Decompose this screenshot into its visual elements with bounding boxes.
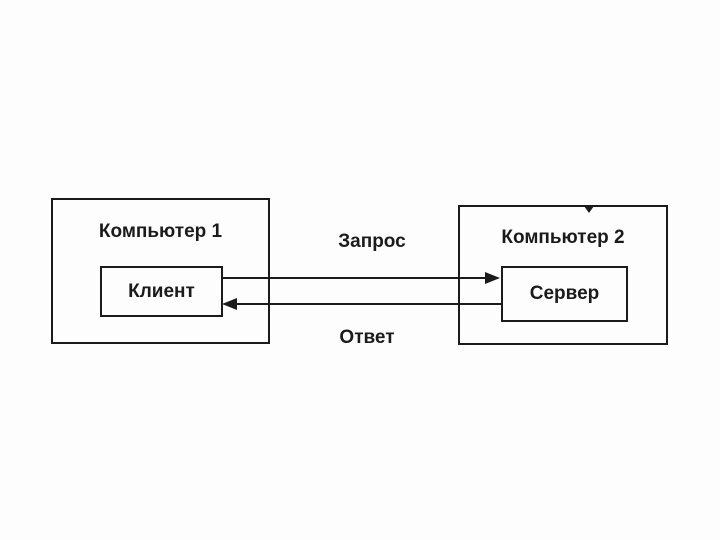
client-label: Клиент xyxy=(128,280,195,302)
request-label: Запрос xyxy=(338,231,406,252)
response-arrow-line xyxy=(236,303,501,305)
request-arrow-line xyxy=(222,277,486,279)
response-arrowhead-icon xyxy=(222,298,237,310)
server-box: Сервер xyxy=(501,266,628,322)
response-label: Ответ xyxy=(339,327,395,348)
computer1-title: Компьютер 1 xyxy=(98,221,223,242)
request-arrowhead-icon xyxy=(485,272,500,284)
computer2-title: Компьютер 2 xyxy=(501,227,625,248)
server-label: Сервер xyxy=(529,283,600,304)
computer1-box: Компьютер 1 Клиент xyxy=(51,198,270,344)
scan-notch-artifact xyxy=(584,206,594,213)
client-box: Клиент xyxy=(100,266,223,317)
